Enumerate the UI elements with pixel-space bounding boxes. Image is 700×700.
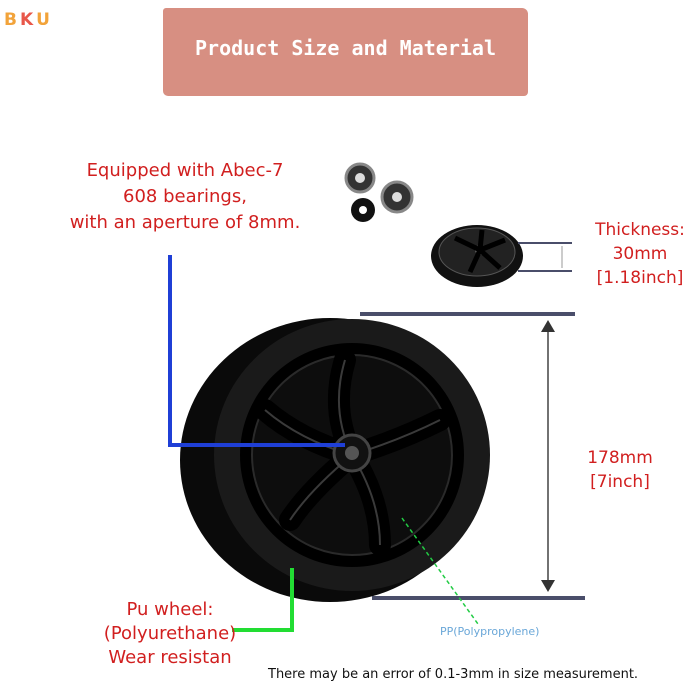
bearing-icon <box>380 180 414 214</box>
thickness-label: Thickness: <box>595 220 685 240</box>
pu-line-2: (Polyurethane) <box>103 623 237 644</box>
bearing-annotation: Equipped with Abec-7 608 bearings, with … <box>40 158 330 236</box>
diameter-mm: 178mm <box>587 448 653 468</box>
dimension-arrow-icon <box>360 312 585 600</box>
brand-logo: BKU <box>4 10 53 30</box>
diameter-inch: [7inch] <box>590 472 650 492</box>
logo-letter-b: B <box>4 10 20 30</box>
diameter-annotation: 178mm [7inch] <box>575 446 665 494</box>
washer-icon <box>351 198 375 222</box>
thickness-mm: 30mm <box>612 244 668 264</box>
thickness-inch: [1.18inch] <box>596 268 684 288</box>
bearing-line-2: 608 bearings, <box>123 186 247 207</box>
bearing-icon <box>344 162 376 194</box>
wheel-side-icon <box>431 225 523 287</box>
page-title: Product Size and Material <box>194 36 497 60</box>
logo-letter-u: U <box>36 10 53 30</box>
pu-annotation: Pu wheel: (Polyurethane) Wear resistan <box>80 598 260 670</box>
pu-line-3: Wear resistan <box>108 647 232 668</box>
error-note: There may be an error of 0.1-3mm in size… <box>268 667 639 682</box>
bearing-line-1: Equipped with Abec-7 <box>86 160 284 181</box>
title-banner: Product Size and Material <box>163 8 528 96</box>
bearing-line-3: with an aperture of 8mm. <box>69 212 301 233</box>
thickness-annotation: Thickness: 30mm [1.18inch] <box>580 218 700 290</box>
pu-line-1: Pu wheel: <box>126 599 214 620</box>
pp-annotation: PP(Polypropylene) <box>440 625 540 638</box>
wheel-front-icon <box>180 318 490 602</box>
logo-letter-k: K <box>19 10 37 30</box>
